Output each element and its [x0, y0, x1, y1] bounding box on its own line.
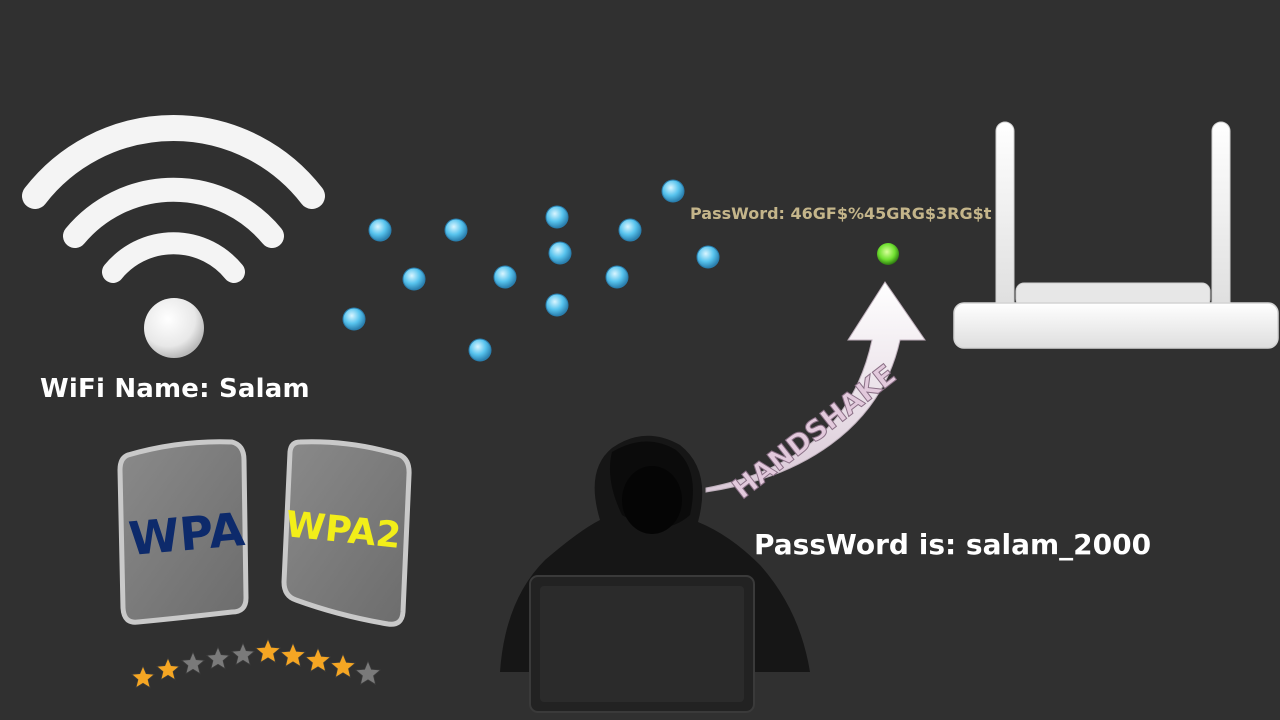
wpa-label: WPA: [127, 502, 247, 566]
star-icon: [230, 641, 256, 666]
packet-icon: [605, 265, 629, 289]
wifi-name-label: WiFi Name: Salam: [40, 374, 310, 404]
packet-icon: [493, 265, 517, 289]
packet-icon: [661, 179, 685, 203]
star-icon: [329, 652, 357, 679]
packet-icon: [545, 205, 569, 229]
star-icon: [279, 641, 307, 668]
arrow-icon: [705, 281, 926, 493]
laptop-icon: [529, 575, 755, 713]
packet-stream: [342, 179, 720, 362]
packet-icon: [696, 245, 720, 269]
packet-icon: [618, 218, 642, 242]
star-icon: [254, 637, 282, 664]
star-icon: [155, 656, 181, 681]
wifi-icon: [22, 115, 325, 358]
handshake-label: HANDSHAKE: [726, 358, 902, 506]
cracked-password-label: PassWord is: salam_2000: [754, 528, 1152, 561]
rating-group: [130, 637, 382, 689]
packet-icon: [402, 267, 426, 291]
rating-left: [130, 641, 256, 689]
star-icon: [130, 664, 156, 689]
packet-icon: [444, 218, 468, 242]
star-icon: [304, 646, 332, 673]
router-icon: [953, 121, 1279, 349]
star-icon: [354, 659, 382, 686]
rating-right: [254, 637, 382, 686]
captured-hash-label: PassWord: 46GF$%45GRG$3RG$t: [690, 204, 992, 223]
star-icon: [180, 650, 206, 675]
router-led-icon: [877, 243, 899, 265]
wpa2-card: WPA2: [281, 439, 412, 627]
packet-icon: [545, 293, 569, 317]
wpa-card: WPA: [117, 439, 249, 625]
star-icon: [205, 645, 231, 670]
packet-icon: [548, 241, 572, 265]
packet-icon: [468, 338, 492, 362]
packet-icon: [342, 307, 366, 331]
packet-icon: [368, 218, 392, 242]
